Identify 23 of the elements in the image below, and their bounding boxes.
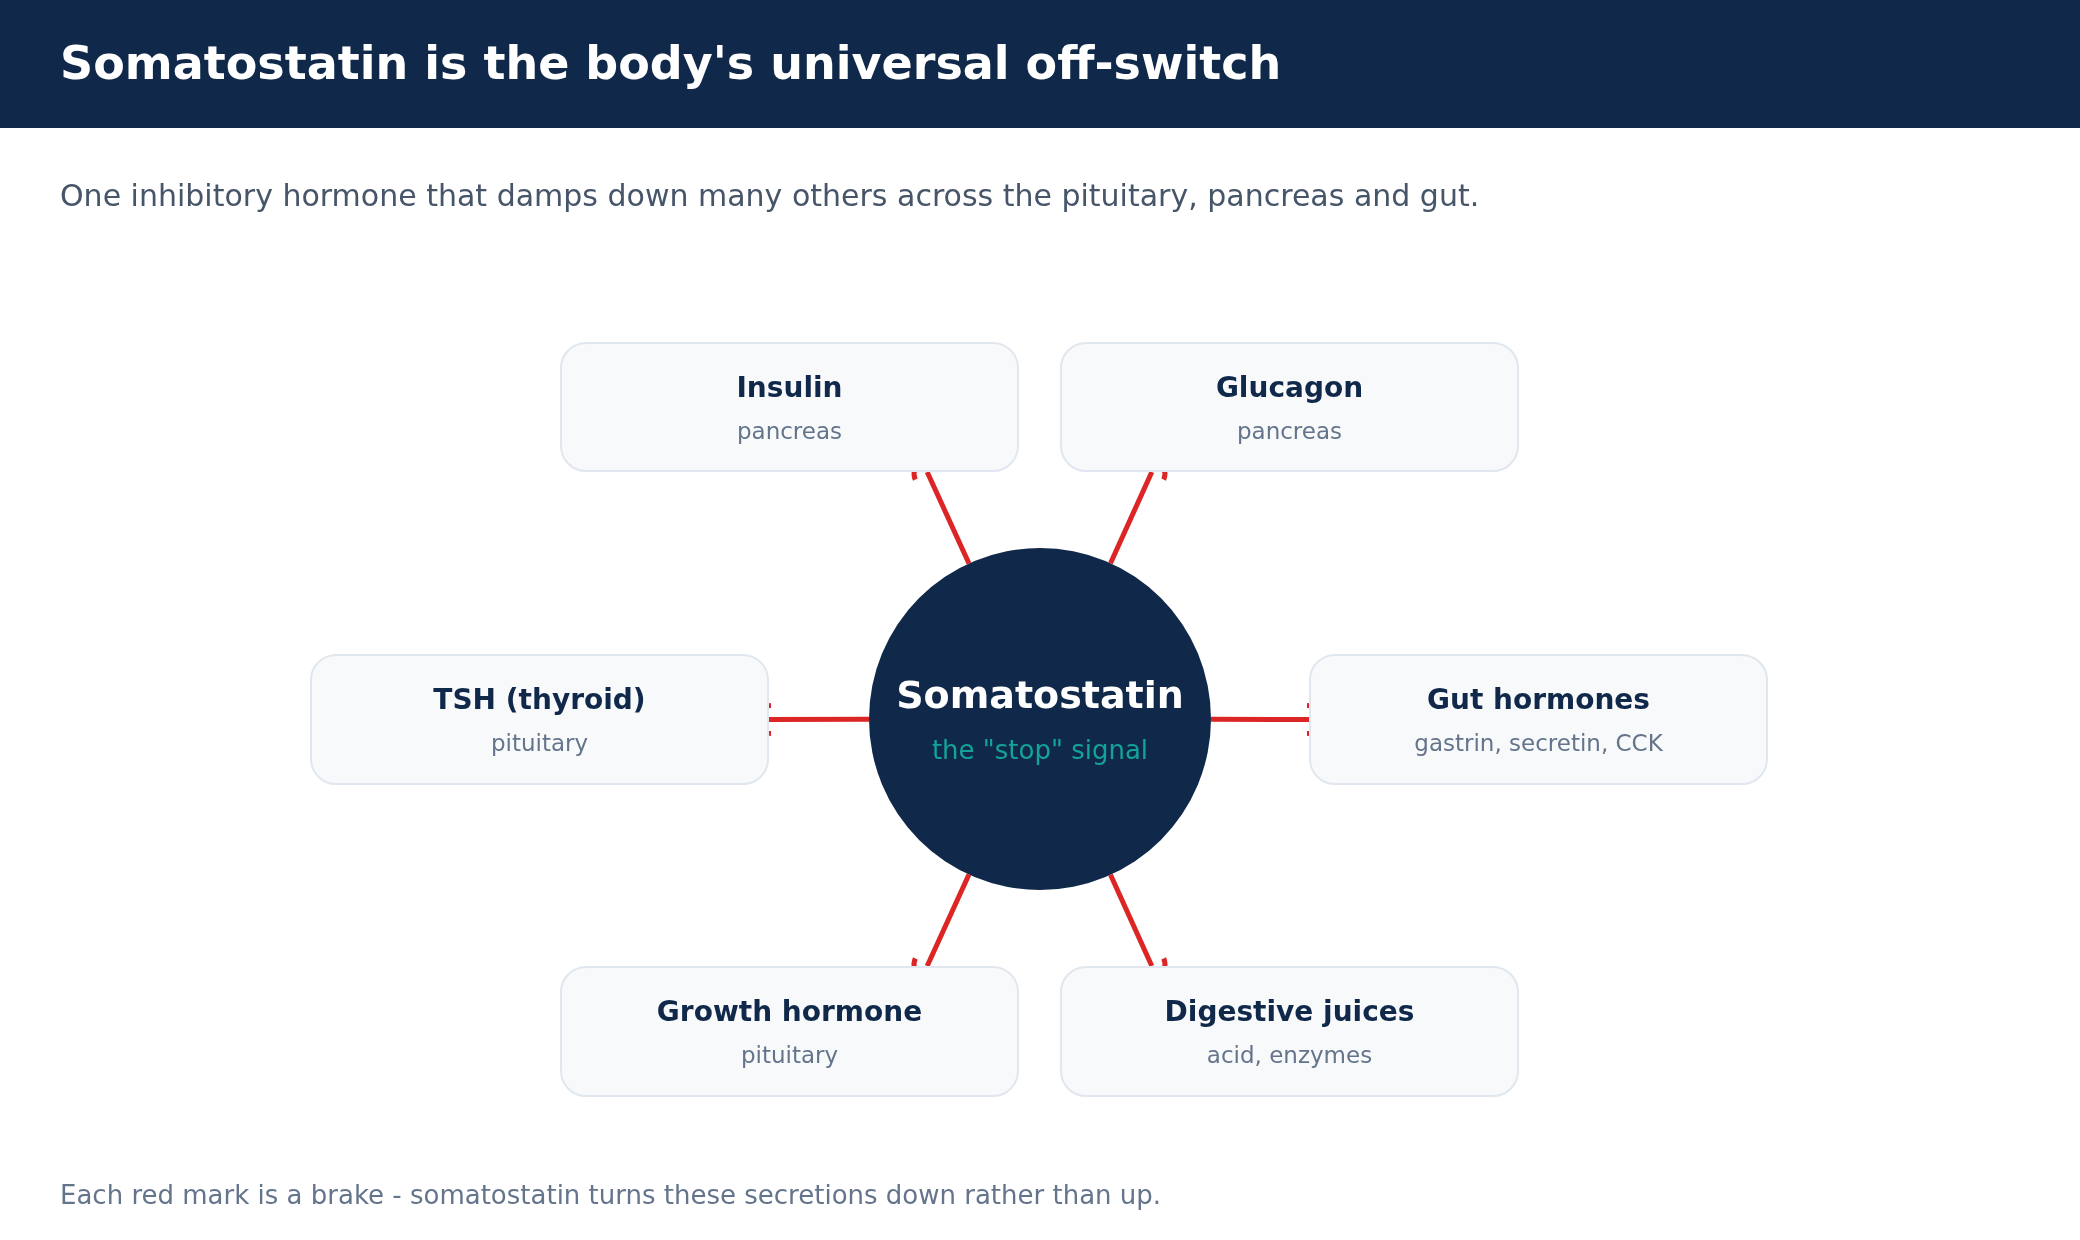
card-title: Glucagon <box>1215 370 1364 404</box>
page-title: Somatostatin is the body's universal off-switch <box>60 36 1282 90</box>
hormone-card <box>310 654 769 785</box>
card-title: TSH (thyroid) <box>433 683 646 716</box>
card-subtitle: the "stop" signal <box>931 735 1149 765</box>
card-title: Growth hormone <box>656 995 923 1028</box>
hormone-card <box>560 342 1019 472</box>
card-subtitle: acid, enzymes <box>1206 1042 1373 1068</box>
card-title: Insulin <box>736 370 843 404</box>
subtitle: One inhibitory hormone that damps down many others across the pituitary, pancreas and gut. <box>60 178 1480 213</box>
card-title: Gut hormones <box>1427 683 1650 716</box>
hormone-card <box>1060 342 1519 472</box>
card-subtitle: pancreas <box>736 417 843 444</box>
card-subtitle: pituitary <box>740 1042 839 1068</box>
card-subtitle: pituitary <box>490 730 589 756</box>
hormone-card <box>560 966 1019 1097</box>
card-subtitle: pancreas <box>1236 417 1343 444</box>
hormone-card <box>1309 654 1768 785</box>
card-subtitle: gastrin, secretin, CCK <box>1414 730 1663 756</box>
card-title: Somatostatin <box>896 673 1184 717</box>
card-title: Digestive juices <box>1164 995 1415 1028</box>
footnote: Each red mark is a brake - somatostatin turns these secretions down rather than up. <box>60 1180 1162 1210</box>
hormone-card <box>1060 966 1519 1097</box>
